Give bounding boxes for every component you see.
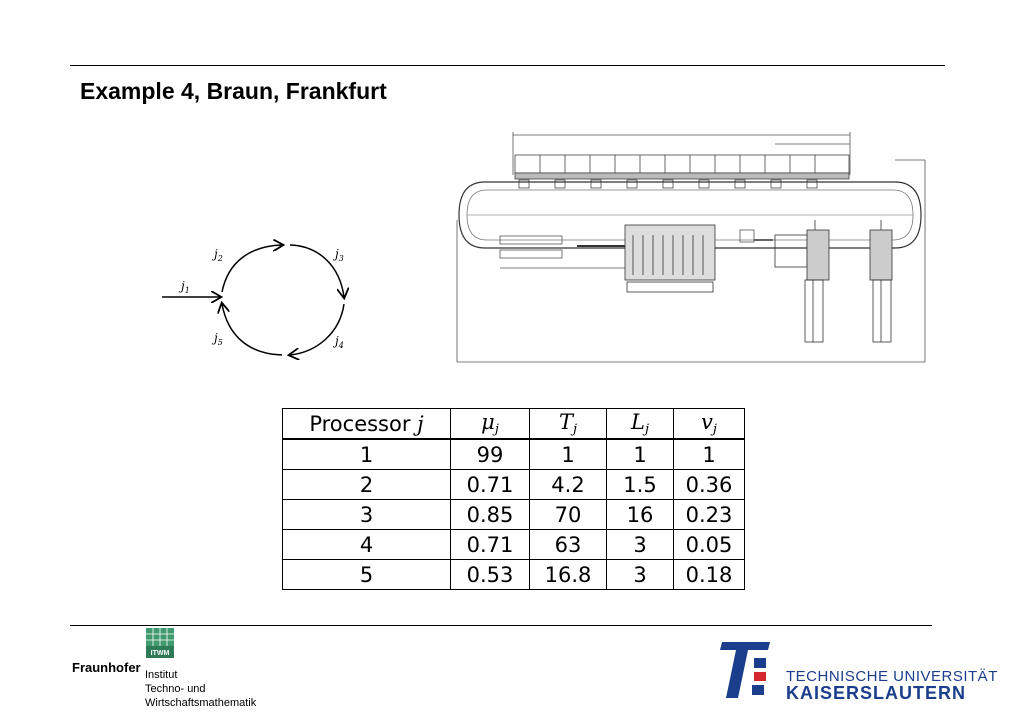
institute-name: Institut Techno- und Wirtschaftsmathemat… [145,668,256,710]
top-rule [70,65,945,66]
itwm-logo-svg: ITWM [146,628,174,658]
label-j4: j4 [332,334,344,350]
tu-logo-svg [720,642,770,698]
cell: 99 [450,438,530,470]
cell: 3 [606,559,674,590]
cell: 1 [529,438,607,470]
cell: 0.71 [450,469,530,500]
arrow-j2 [221,245,282,293]
header-v: vj [673,408,745,440]
arrow-j3 [289,244,344,297]
institute-line: Techno- und [145,683,206,695]
table-row: 3 0.85 70 16 0.23 [282,499,745,530]
table-row: 4 0.71 63 3 0.05 [282,529,745,560]
cell: 0.36 [673,469,745,500]
plant-layout-drawing [455,130,945,365]
header-mu: μj [450,408,530,440]
label-j3: j3 [332,247,344,263]
cell: 0.71 [450,529,530,560]
institute-line: Institut [145,669,178,681]
label-j2: j2 [211,247,223,263]
cell: 16.8 [529,559,607,590]
table-row: 2 0.71 4.2 1.5 0.36 [282,469,745,500]
cell: 5 [282,559,451,590]
fraunhofer-wordmark: Fraunhofer [72,660,141,675]
label-j5: j5 [211,331,223,347]
cell: 0.18 [673,559,745,590]
svg-text:ITWM: ITWM [151,650,170,657]
itwm-logo: ITWM [146,628,174,658]
cell: 3 [282,499,451,530]
institute-line: Wirtschaftsmathematik [145,697,257,709]
header-t: Tj [529,408,607,440]
arrow-j5 [222,304,283,356]
cell: 0.53 [450,559,530,590]
table-row: 5 0.53 16.8 3 0.18 [282,559,745,590]
tu-wordmark: TECHNISCHE UNIVERSITÄT KAISERSLAUTERN [786,668,998,702]
processor-cycle-diagram: j1 j2 j3 j4 j5 [150,232,370,372]
tu-line-1: TECHNISCHE UNIVERSITÄT [786,668,998,685]
cell: 63 [529,529,607,560]
cell: 1.5 [606,469,674,500]
tu-line-2: KAISERSLAUTERN [786,683,967,703]
cell: 1 [282,438,451,470]
cell: 1 [673,438,745,470]
cell: 4 [282,529,451,560]
arrow-j4 [290,303,345,355]
slide-title: Example 4, Braun, Frankfurt [80,78,387,104]
label-j1: j1 [178,279,190,295]
cycle-svg: j1 j2 j3 j4 j5 [162,232,370,372]
cell: 70 [529,499,607,530]
cell: 3 [606,529,674,560]
header-l: Lj [606,408,674,440]
tu-kaiserslautern-logo [716,640,774,700]
header-processor: Processor j [282,408,451,440]
cell: 16 [606,499,674,530]
cell: 0.23 [673,499,745,530]
cell: 1 [606,438,674,470]
table-row: 1 99 1 1 1 [282,438,745,470]
cell: 0.05 [673,529,745,560]
footer-rule [70,625,932,626]
cell: 4.2 [529,469,607,500]
cell: 0.85 [450,499,530,530]
table-header-row: Processor j μj Tj Lj vj [282,408,745,440]
processor-parameter-table: Processor j μj Tj Lj vj 1 99 1 1 1 2 0.7… [282,408,745,590]
cell: 2 [282,469,451,500]
plant-svg [456,132,926,363]
